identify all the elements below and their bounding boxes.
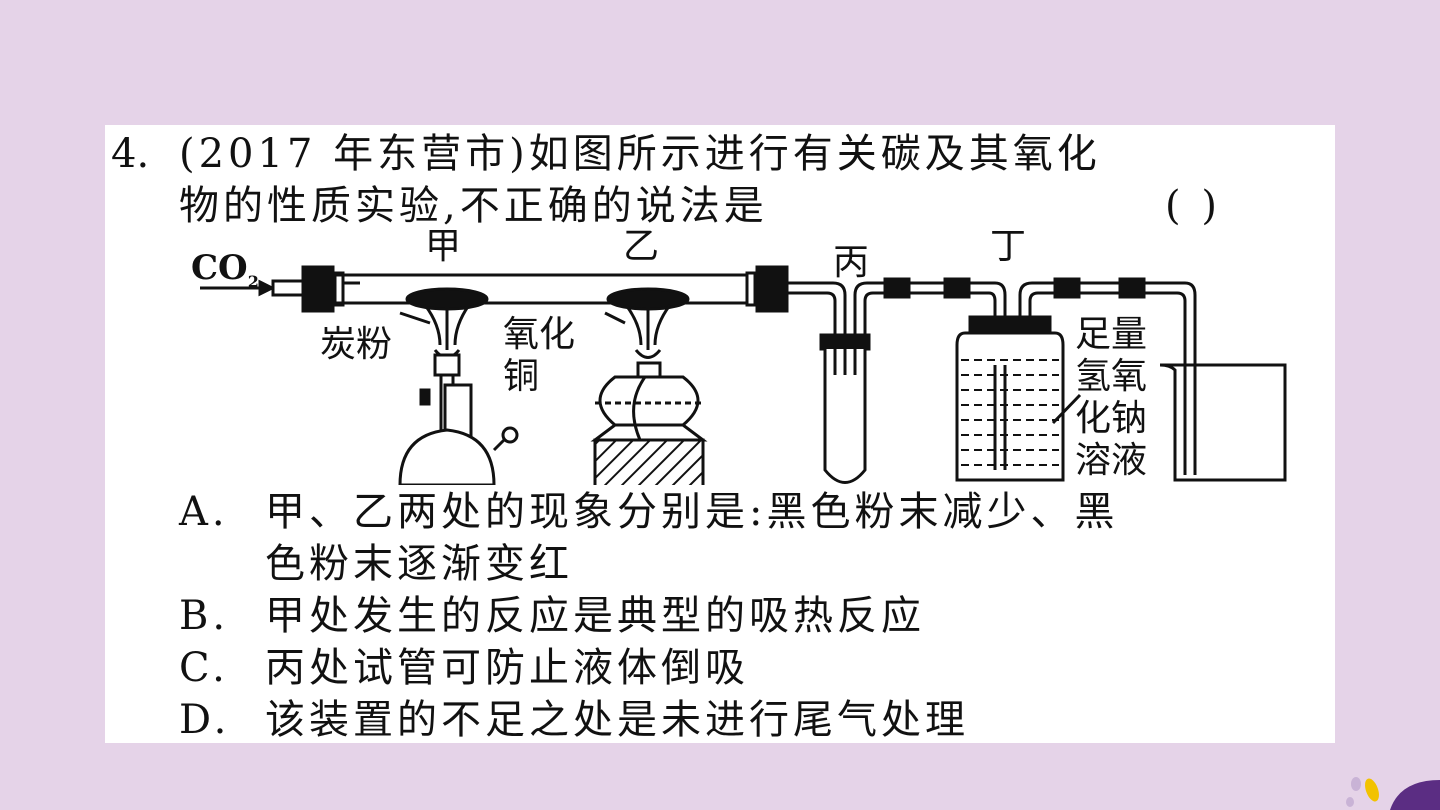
- question-line-1: (2017 年东营市)如图所示进行有关碳及其氧化: [179, 131, 1101, 177]
- option-b-label: B.: [179, 593, 230, 639]
- label-naoh-2: 氢氧: [1075, 356, 1148, 397]
- question-card: 4. (2017 年东营市)如图所示进行有关碳及其氧化 物的性质实验,不正确的说…: [105, 125, 1335, 743]
- answer-bracket: ( ): [1165, 183, 1221, 229]
- label-yi: 乙: [623, 226, 660, 267]
- option-a-line-1: 甲、乙两处的现象分别是:黑色粉末减少、黑: [265, 489, 1119, 535]
- label-naoh-1: 足量: [1075, 314, 1148, 355]
- label-carbon-powder: 炭粉: [320, 324, 393, 365]
- label-copper-oxide-2: 铜: [503, 356, 540, 397]
- label-copper-oxide-1: 氧化: [503, 314, 576, 355]
- label-naoh-4: 溶液: [1075, 440, 1148, 481]
- option-a-line-2: 色粉末逐渐变红: [265, 541, 573, 587]
- corner-decoration: [1346, 777, 1440, 810]
- apparatus-diagram: [200, 265, 1287, 485]
- label-ding: 丁: [990, 226, 1027, 267]
- option-d-text: 该装置的不足之处是未进行尾气处理: [265, 697, 969, 743]
- label-bing: 丙: [833, 242, 870, 283]
- label-jia: 甲: [425, 226, 462, 267]
- option-c-label: C.: [179, 645, 229, 691]
- option-d-label: D.: [179, 697, 231, 743]
- question-number: 4.: [111, 131, 150, 177]
- option-a-label: A.: [179, 489, 229, 535]
- label-naoh-3: 化钠: [1075, 398, 1148, 439]
- gas-inlet-label: CO2: [191, 248, 259, 291]
- option-b-text: 甲处发生的反应是典型的吸热反应: [265, 593, 925, 639]
- option-c-text: 丙处试管可防止液体倒吸: [265, 645, 749, 691]
- question-line-2: 物的性质实验,不正确的说法是: [179, 183, 768, 229]
